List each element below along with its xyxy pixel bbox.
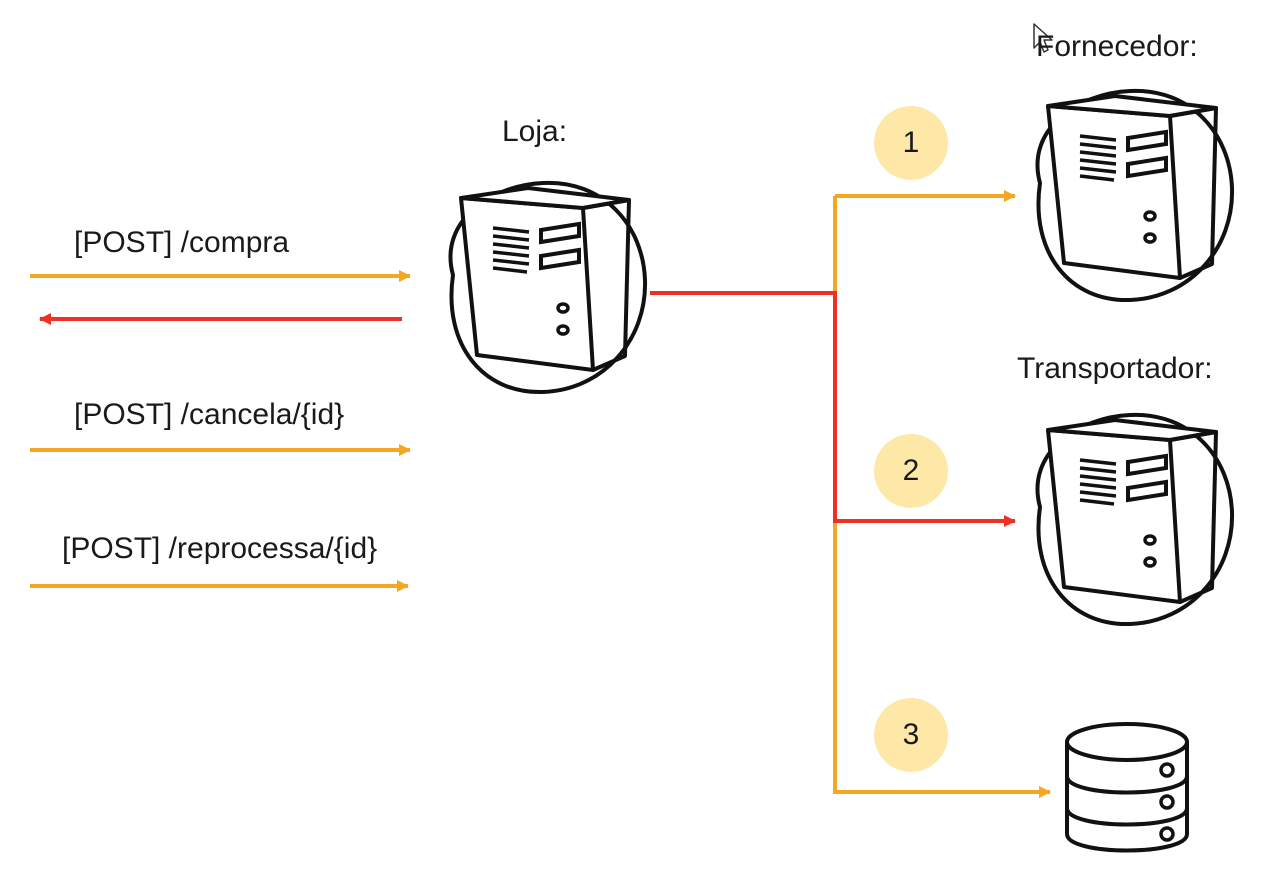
endpoint-compra-label: [POST] /compra — [74, 226, 290, 259]
cursor-icon — [1033, 23, 1053, 53]
step-badge-1: 1 — [874, 106, 948, 180]
fornecedor-server-icon — [1035, 88, 1235, 303]
trunk-orange-line — [833, 196, 1051, 798]
loja-label: Loja: — [502, 115, 568, 148]
endpoint-reprocessa-label: [POST] /reprocessa/{id} — [62, 532, 378, 565]
loja-server-icon — [448, 180, 648, 395]
transportador-label: Transportador: — [1017, 352, 1213, 385]
store-to-transportador-line — [650, 291, 1016, 527]
endpoint-cancela-label: [POST] /cancela/{id} — [74, 398, 345, 431]
transportador-server-icon — [1035, 412, 1235, 627]
step-badge-2: 2 — [874, 434, 948, 508]
database-icon — [1065, 722, 1189, 853]
step-badge-3: 3 — [874, 698, 948, 772]
fornecedor-label: Fornecedor: — [1036, 30, 1198, 63]
